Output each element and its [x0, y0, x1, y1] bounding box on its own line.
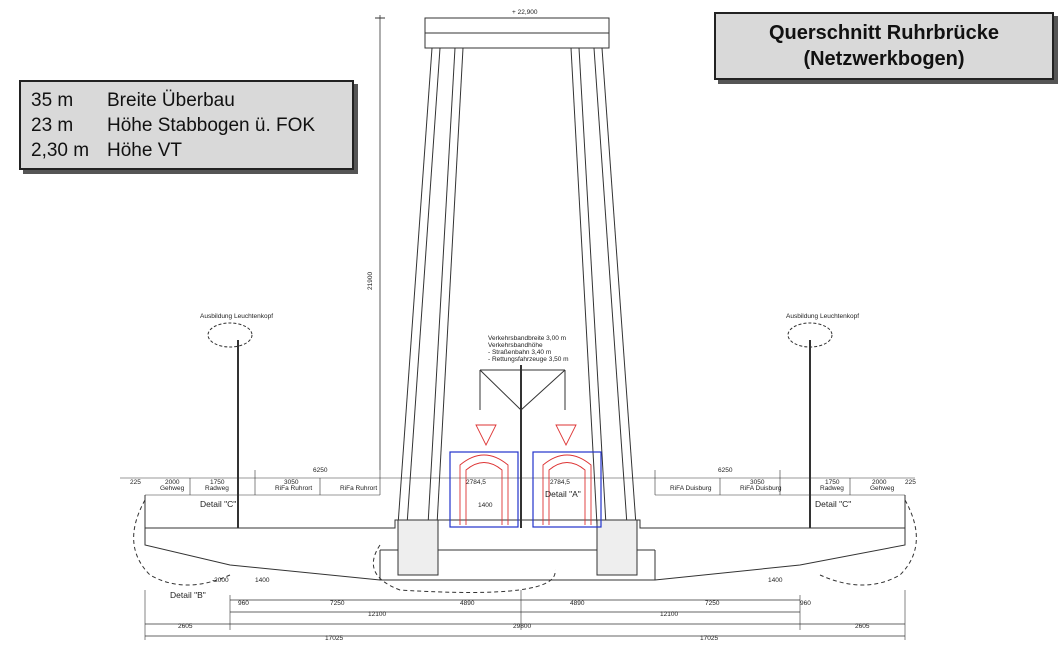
- traffic-note-4: - Rettungsfahrzeuge 3,50 m: [488, 356, 569, 363]
- dim-225-right: 225: [905, 479, 916, 486]
- dim-17025-right: 17025: [700, 635, 718, 642]
- detail-c-left-label: Detail "C": [200, 499, 236, 509]
- spec-label: Höhe VT: [107, 140, 182, 161]
- detail-b-label: Detail "B": [170, 590, 206, 600]
- spec-value: 2,30 m: [31, 140, 90, 161]
- detail-a-label: Detail "A": [545, 489, 581, 499]
- title-line-2: (Netzwerkbogen): [803, 48, 965, 70]
- tram-envelope-left: [449, 451, 519, 528]
- spec-value: 23 m: [31, 115, 74, 136]
- dim-1750-right: 1750: [825, 479, 840, 486]
- traffic-note-3: - Straßenbahn 3,40 m: [488, 349, 551, 356]
- tram-profile-left: [459, 454, 509, 525]
- dim-1400-right: 1400: [768, 577, 783, 584]
- dim-6250-right: 6250: [718, 467, 733, 474]
- lane-left-3: RiFa Ruhrort: [275, 485, 312, 492]
- dim-top: + 22,900: [512, 9, 538, 16]
- deck-top: [144, 495, 906, 529]
- dim-225-left: 225: [130, 479, 141, 486]
- spec-value: 35 m: [31, 90, 74, 111]
- lane-left-1: Gehweg: [160, 485, 185, 492]
- spec-label: Breite Überbau: [107, 90, 235, 111]
- detail-c-right-label: Detail "C": [815, 499, 851, 509]
- dim-12100-right: 12100: [660, 611, 678, 618]
- dim-1400-mid: 1400: [478, 502, 493, 509]
- dim-2000-left: 2000: [165, 479, 180, 486]
- arch-left-outer: [397, 47, 433, 526]
- dim-2784-left: 2784,5: [466, 479, 486, 486]
- dim-1400-left: 1400: [255, 577, 270, 584]
- dim-1750-left: 1750: [210, 479, 225, 486]
- dim-6250-left: 6250: [313, 467, 328, 474]
- spec-row: 35 m Breite Überbau: [31, 88, 342, 113]
- spec-row: 2,30 m Höhe VT: [31, 138, 342, 163]
- lane-right-2: RiFA Duisburg: [740, 485, 782, 492]
- lane-left-4: RiFa Ruhrort: [340, 485, 377, 492]
- arch-right-outer: [601, 47, 637, 526]
- traffic-note-1: Verkehrsbandbreite 3,00 m: [488, 335, 566, 342]
- title-line-1: Querschnitt Ruhrbrücke: [768, 22, 1000, 44]
- dim-960-left: 960: [238, 600, 249, 607]
- dim-960-right: 960: [800, 600, 811, 607]
- dim-2605-left: 2605: [178, 623, 193, 630]
- tie-beam-left: [397, 519, 439, 576]
- traffic-note-2: Verkehrsbandhöhe: [488, 342, 543, 349]
- dim-4890-right: 4890: [570, 600, 585, 607]
- dim-12100-left: 12100: [368, 611, 386, 618]
- tie-beam-right: [596, 519, 638, 576]
- lamp-label-right: Ausbildung Leuchtenkopf: [786, 313, 859, 320]
- dim-3050-right: 3050: [750, 479, 765, 486]
- dim-17025-left: 17025: [325, 635, 343, 642]
- tram-envelope-right: [532, 451, 602, 528]
- dim-29800: 29800: [513, 623, 531, 630]
- lane-right-1: RiFA Duisburg: [670, 485, 712, 492]
- dim-7250-left: 7250: [330, 600, 345, 607]
- dim-7250-right: 7250: [705, 600, 720, 607]
- dim-2000-right: 2000: [872, 479, 887, 486]
- dim-2000-bottom: -2000: [212, 577, 229, 584]
- dim-2784-right: 2784,5: [550, 479, 570, 486]
- dim-4890-left: 4890: [460, 600, 475, 607]
- lamp-label-left: Ausbildung Leuchtenkopf: [200, 313, 273, 320]
- lane-left-2: Radweg: [205, 485, 229, 492]
- lane-right-4: Gehweg: [870, 485, 895, 492]
- specs-box: 35 m Breite Überbau 23 m Höhe Stabbogen …: [19, 80, 354, 170]
- title-box: Querschnitt Ruhrbrücke (Netzwerkbogen): [714, 12, 1054, 80]
- deck-underside: [144, 528, 906, 581]
- dim-2605-right: 2605: [855, 623, 870, 630]
- dim-vertical: 21900: [367, 272, 374, 290]
- spec-label: Höhe Stabbogen ü. FOK: [107, 115, 316, 136]
- lane-right-3: Radweg: [820, 485, 844, 492]
- dim-3050-left: 3050: [284, 479, 299, 486]
- spec-row: 23 m Höhe Stabbogen ü. FOK: [31, 113, 342, 138]
- tram-profile-right: [542, 454, 592, 525]
